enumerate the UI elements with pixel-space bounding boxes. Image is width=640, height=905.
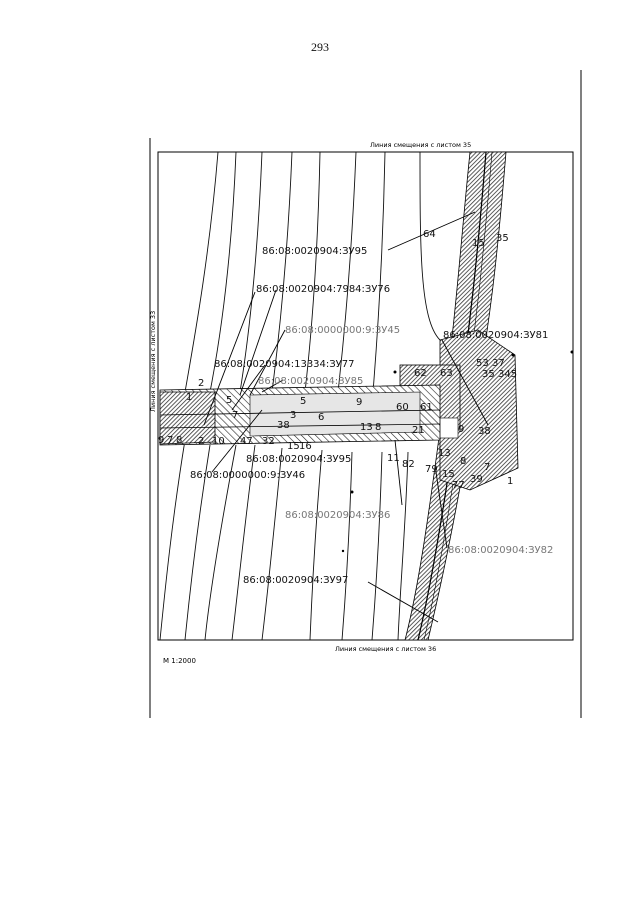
point-label: 15: [287, 441, 300, 452]
corridor-left-dark: [159, 391, 216, 445]
point-label: 7: [232, 410, 238, 421]
page-number: 293: [311, 40, 329, 54]
parcel-label-zu86: 86:08:0020904:ЗУ86: [285, 510, 390, 521]
point-label: 9: [458, 424, 464, 435]
point-label: 61: [420, 402, 433, 413]
parcel-label-zu77: 86:08:0020904:13334:ЗУ77: [214, 359, 355, 370]
point-label: 1: [507, 476, 513, 487]
point-label: 7: [484, 462, 490, 473]
point-label: 11: [387, 453, 400, 464]
point-label: 10: [212, 436, 225, 447]
point-label: 35: [496, 233, 509, 244]
top-offset-note: Линия смещения с листом 35: [370, 141, 471, 149]
point-label: 39: [470, 474, 483, 485]
bottom-offset-note: Линия смещения с листом 36: [335, 645, 436, 653]
point-label: 13: [438, 448, 451, 459]
point-label: 7: [167, 435, 173, 446]
point-label: 2: [198, 436, 204, 447]
point-label: 3: [290, 410, 296, 421]
point-label: 82: [402, 459, 415, 470]
boundary-lines: [159, 151, 441, 641]
parcel-label-zu76: 86:08:0020904:7984:ЗУ76: [256, 284, 390, 295]
parcel-label-zu82: 86:08:0020904:ЗУ82: [448, 545, 553, 556]
parcel-label-zu45: 86:08:0000000:9:ЗУ45: [285, 325, 400, 336]
corridor-light: [249, 391, 421, 437]
point-label: 21: [412, 425, 425, 436]
point-label: 1: [186, 392, 192, 403]
point-label: 15: [472, 238, 485, 249]
point-label: 8: [176, 435, 182, 446]
point-label: 64: [423, 229, 436, 240]
point-label: 5: [226, 395, 232, 406]
point-label: 9: [356, 397, 362, 408]
corridor-line-2: [159, 423, 441, 429]
parcel-label-zu95: 86:08:0020904:ЗУ95: [262, 246, 367, 257]
point-label: 79: [425, 464, 438, 475]
parcel-label-zu46: 86:08:0000000:9:ЗУ46: [190, 470, 305, 481]
point-label: 32: [262, 436, 275, 447]
point-label: 8: [375, 422, 381, 433]
survey-dots: [341, 350, 574, 553]
corridor-line-1: [159, 409, 441, 416]
point-label: 345: [498, 369, 517, 380]
point-label: 37: [492, 358, 505, 369]
map-frame: [157, 151, 574, 641]
point-label: 47: [240, 436, 253, 447]
parcel-label-zu97: 86:08:0020904:ЗУ97: [243, 575, 348, 586]
point-label: 5: [300, 396, 306, 407]
point-label: 38: [478, 426, 491, 437]
point-label: 53: [476, 358, 489, 369]
point-label: 15: [442, 469, 455, 480]
parcel-label-zu95b: 86:08:0020904:ЗУ95: [246, 454, 351, 465]
scale-label: М 1:2000: [163, 657, 196, 665]
point-label: 6: [318, 412, 324, 423]
point-label: 38: [277, 420, 290, 431]
point-label: 9: [158, 435, 164, 446]
point-label: 35: [482, 369, 495, 380]
parcel-label-zu85: 86:08:0020904:ЗУ85: [258, 376, 363, 387]
point-label: 8: [460, 456, 466, 467]
point-label: 60: [396, 402, 409, 413]
point-label: 16: [299, 441, 312, 452]
point-label: 62: [414, 368, 427, 379]
leader-lines: [203, 211, 489, 623]
point-label: 77: [452, 480, 465, 491]
point-label: 63: [440, 368, 453, 379]
left-offset-note: Линия смещения с листом 33: [149, 311, 157, 412]
point-label: 13: [360, 422, 373, 433]
parcel-label-zu81: 86:08:0020904:ЗУ81: [443, 330, 548, 341]
point-label: 2: [198, 378, 204, 389]
